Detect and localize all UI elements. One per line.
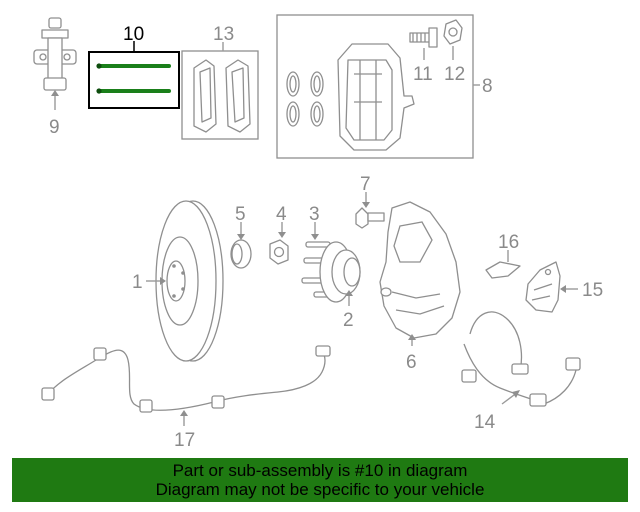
part-3-hub-bearing[interactable] bbox=[301, 241, 361, 303]
part-1-rotor[interactable] bbox=[155, 200, 224, 362]
callout-12: 12 bbox=[444, 64, 465, 85]
part-17-wheel-speed-sensor[interactable] bbox=[41, 345, 331, 413]
part-11-bolt[interactable] bbox=[409, 27, 438, 48]
part-7-bolt[interactable] bbox=[355, 207, 385, 229]
callout-13: 13 bbox=[213, 24, 234, 45]
info-banner: Part or sub-assembly is #10 in diagram D… bbox=[12, 458, 628, 502]
part-10-pad-pins[interactable] bbox=[88, 51, 180, 109]
callout-11: 11 bbox=[413, 64, 433, 85]
part-8-caliper[interactable] bbox=[286, 43, 415, 151]
callout-3: 3 bbox=[309, 204, 320, 225]
callout-1: 1 bbox=[132, 272, 143, 293]
callout-16: 16 bbox=[498, 232, 519, 253]
part-14-brake-hose[interactable] bbox=[461, 311, 581, 407]
part-12-nut[interactable] bbox=[443, 19, 463, 45]
callout-4: 4 bbox=[276, 204, 287, 225]
parts-diagram: 9 10 13 8 bbox=[33, 14, 603, 451]
callout-6: 6 bbox=[406, 352, 417, 373]
callout-17: 17 bbox=[174, 430, 195, 451]
part-6-dust-shield[interactable] bbox=[379, 201, 461, 339]
part-16-clip[interactable] bbox=[485, 261, 521, 279]
part-13-brake-pads[interactable] bbox=[193, 59, 251, 133]
callout-8: 8 bbox=[482, 76, 493, 97]
callout-9: 9 bbox=[49, 117, 60, 138]
callout-5: 5 bbox=[235, 204, 246, 225]
part-15-bracket[interactable] bbox=[525, 261, 561, 313]
callout-15: 15 bbox=[582, 280, 603, 301]
part-5-dust-cap[interactable] bbox=[230, 239, 252, 269]
callout-2: 2 bbox=[343, 310, 354, 331]
part-9-caliper-pin[interactable] bbox=[33, 17, 77, 91]
part-4-hub-nut[interactable] bbox=[269, 239, 289, 265]
banner-line-2: Diagram may not be specific to your vehi… bbox=[155, 480, 485, 499]
callout-7: 7 bbox=[360, 174, 371, 195]
callout-14: 14 bbox=[474, 412, 496, 433]
banner-line-1: Part or sub-assembly is #10 in diagram bbox=[172, 461, 468, 480]
callout-10: 10 bbox=[123, 24, 144, 45]
